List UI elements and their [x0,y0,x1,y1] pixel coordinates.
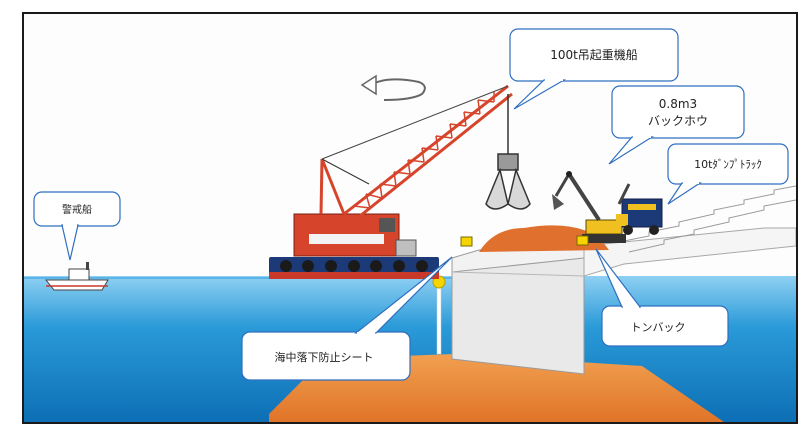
ton-bag [576,235,589,246]
crane-boom [321,84,513,218]
guard-ship [44,262,109,291]
marker-pole [436,283,442,355]
callout-guard-ship: 警戒船 [33,191,121,261]
construction-diagram: 100t吊起重機船 0.8m3 バックホウ 10tﾀﾞﾝﾌﾟﾄﾗｯｸ 警戒船 ト… [24,28,796,422]
backhoe-label-1: 0.8m3 [659,97,697,111]
backhoe-label-2: バックホウ [648,114,708,128]
diagram-frame: 100t吊起重機船 0.8m3 バックホウ 10tﾀﾞﾝﾌﾟﾄﾗｯｸ 警戒船 ト… [22,12,798,424]
ton-bag-label: トンバック [631,321,686,334]
ton-bag [460,236,473,247]
crane-barge [269,257,439,279]
crane-ship-label: 100t吊起重機船 [550,47,638,62]
rotation-arrow-icon [360,74,426,101]
callout-crane-ship: 100t吊起重機船 [509,28,679,110]
quay-wall [451,227,796,375]
crane-body [293,158,417,257]
backhoe [552,171,626,243]
guard-ship-label: 警戒船 [62,203,92,216]
dump-truck [616,183,663,235]
sheet-label: 海中落下防止シート [275,350,374,364]
callout-backhoe: 0.8m3 バックホウ [608,85,745,165]
stepped-revetment [618,185,796,253]
callout-sheet: 海中落下防止シート [241,256,453,381]
callout-ton-bag: トンバック [595,248,729,347]
callout-dump-truck: 10tﾀﾞﾝﾌﾟﾄﾗｯｸ [667,143,789,205]
clamshell-bucket [485,153,531,210]
dump-truck-label: 10tﾀﾞﾝﾌﾟﾄﾗｯｸ [694,158,762,171]
